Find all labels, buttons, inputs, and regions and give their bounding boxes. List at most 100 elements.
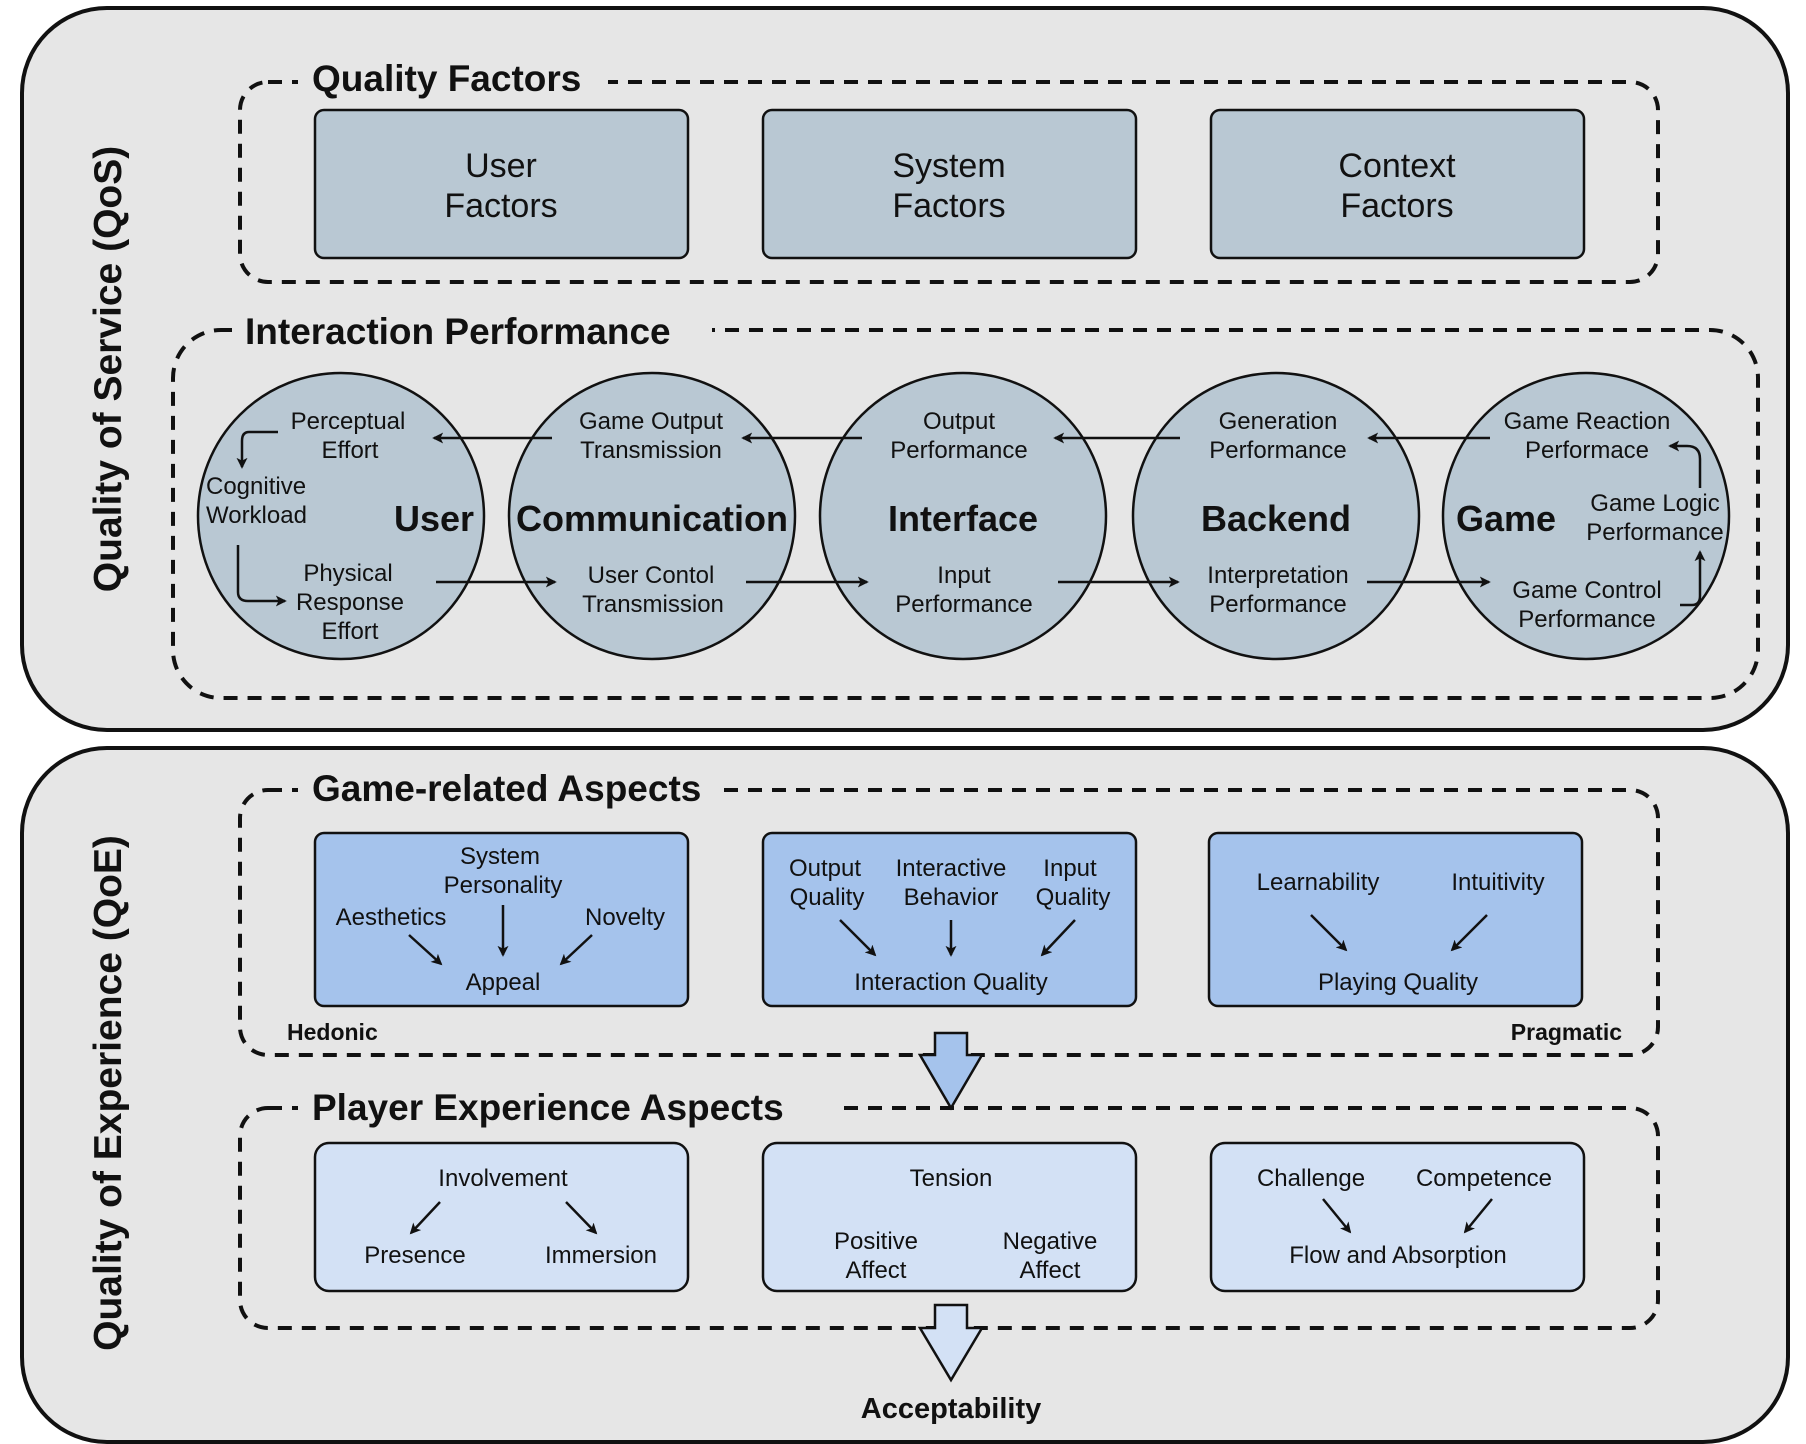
perceptual-effort-line2: Effort [322,437,379,464]
user-circle-title: User [394,498,474,539]
tension-box: Tension Positive Affect Negative Affect [761,1141,1138,1293]
interaction-performance-group: Interaction Performance User Perceptual … [171,310,1760,700]
game-logic-line1: Game Logic [1590,490,1719,517]
perceptual-effort-line1: Perceptual [291,408,406,435]
interactive-behavior-line2: Behavior [904,884,999,911]
context-factors-box: Context Factors [1209,108,1586,260]
qos-side-label: Quality of Service (QoS) [87,146,130,592]
playing-quality-box: Learnability Intuitivity Playing Quality [1207,831,1584,1008]
input-performance-line2: Performance [895,591,1032,618]
communication-circle [507,371,797,661]
game-control-to-logic-arrow [1680,550,1706,607]
presence-label: Presence [364,1242,465,1269]
interface-circle-title: Interface [888,498,1038,539]
game-reaction-line1: Game Reaction [1504,408,1671,435]
generation-performance-line2: Performance [1209,437,1346,464]
negative-affect-line2: Affect [1020,1257,1081,1284]
game-output-line1: Game Output [579,408,723,435]
output-quality-line2: Quality [790,884,865,911]
user-factors-line1: User [465,147,537,185]
output-performance-line2: Performance [890,437,1027,464]
acceptability-label: Acceptability [861,1393,1042,1425]
challenge-label: Challenge [1257,1165,1365,1192]
tension-label: Tension [910,1165,993,1192]
game-related-aspects-group: Game-related Aspects System Personality … [238,768,1660,1057]
system-personality-line2: Personality [444,872,563,899]
cognitive-to-physical-arrow [236,545,287,607]
system-factors-box: System Factors [761,108,1138,260]
competence-label: Competence [1416,1165,1552,1192]
hedonic-label: Hedonic [287,1019,378,1045]
competence-arrow [1463,1198,1493,1234]
input-quality-line2: Quality [1036,884,1111,911]
user-control-line2: Transmission [582,591,724,618]
involvement-box: Involvement Presence Immersion [313,1141,690,1293]
learnability-arrow [1310,914,1348,952]
game-output-line2: Transmission [580,437,722,464]
user-factors-line2: Factors [444,187,557,225]
user-circle [196,371,486,661]
flow-absorption-box: Challenge Competence Flow and Absorption [1209,1141,1586,1293]
game-circle [1441,371,1731,661]
involvement-label: Involvement [438,1165,568,1192]
interface-circle [818,371,1108,661]
input-quality-arrow [1040,919,1076,957]
game-control-line1: Game Control [1512,577,1661,604]
flow-absorption-label: Flow and Absorption [1289,1242,1506,1269]
interaction-performance-title: Interaction Performance [245,311,671,352]
context-factors-line2: Factors [1340,187,1453,225]
interaction-quality-box: Output Quality Interactive Behavior Inpu… [761,831,1138,1008]
cognitive-workload-line2: Workload [206,502,307,529]
novelty-label: Novelty [585,904,665,931]
input-quality-line1: Input [1043,855,1097,882]
game-circle-title: Game [1456,498,1556,539]
learnability-label: Learnability [1257,869,1380,896]
physical-response-line2: Response [296,589,404,616]
appeal-box: System Personality Aesthetics Novelty Ap… [313,831,690,1008]
intuitivity-arrow [1450,914,1488,952]
output-performance-line1: Output [923,408,995,435]
positive-affect-line2: Affect [846,1257,907,1284]
cognitive-workload-line1: Cognitive [206,473,306,500]
quality-factors-group: Quality Factors User Factors System Fact… [238,58,1660,284]
aesthetics-label: Aesthetics [336,904,447,931]
player-experience-title: Player Experience Aspects [312,1087,784,1128]
backend-circle [1131,371,1421,661]
playing-quality-label: Playing Quality [1318,969,1478,996]
game-logic-line2: Performance [1586,519,1723,546]
interpretation-performance-line2: Performance [1209,591,1346,618]
involvement-to-presence-arrow [409,1201,441,1235]
output-quality-arrow [839,919,877,957]
system-factors-line1: System [892,147,1005,185]
negative-affect-line1: Negative [1003,1228,1098,1255]
involvement-to-immersion-arrow [565,1201,598,1235]
user-control-line1: User Contol [588,562,715,589]
positive-affect-line1: Positive [834,1228,918,1255]
game-control-line2: Performance [1518,606,1655,633]
qoe-panel: Quality of Experience (QoE) Game-related… [20,746,1790,1444]
pragmatic-label: Pragmatic [1511,1019,1622,1045]
interpretation-performance-line1: Interpretation [1207,562,1348,589]
system-personality-line1: System [460,843,540,870]
player-to-acceptability-block-arrow [917,1303,985,1383]
player-experience-group: Player Experience Aspects Involvement Pr… [238,1087,1660,1330]
user-factors-box: User Factors [313,108,690,260]
game-related-title: Game-related Aspects [312,768,701,809]
backend-circle-title: Backend [1201,498,1351,539]
challenge-arrow [1322,1198,1352,1234]
perceptual-to-cognitive-arrow [236,430,278,469]
context-factors-line1: Context [1338,147,1456,185]
quality-factors-title: Quality Factors [312,58,581,99]
generation-performance-line1: Generation [1219,408,1338,435]
qoe-side-label: Quality of Experience (QoE) [87,835,130,1351]
qos-panel: Quality of Service (QoS) Quality Factors… [20,6,1790,732]
interaction-quality-label: Interaction Quality [854,969,1047,996]
game-to-player-block-arrow [917,1031,985,1111]
interactive-behavior-line1: Interactive [896,855,1007,882]
game-reaction-line2: Performace [1525,437,1649,464]
input-performance-line1: Input [937,562,991,589]
communication-circle-title: Communication [516,498,788,539]
game-logic-to-reaction-arrow [1668,440,1702,488]
physical-response-line1: Physical [303,560,392,587]
